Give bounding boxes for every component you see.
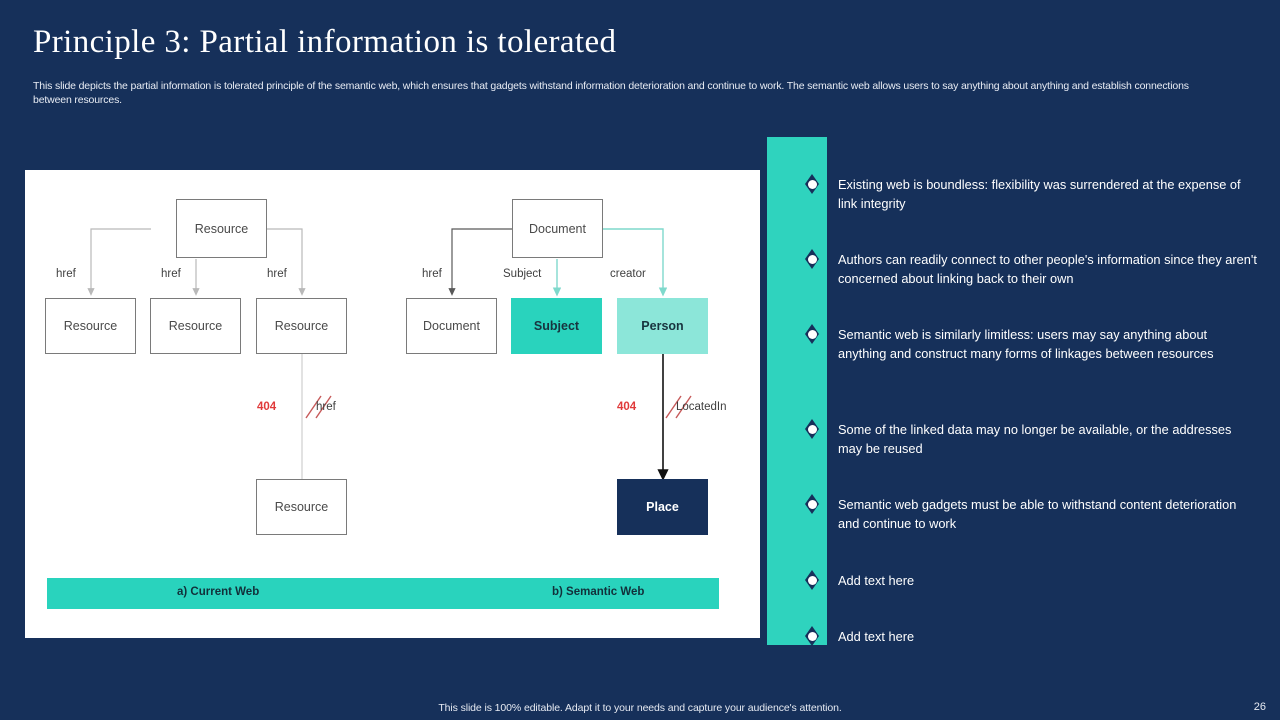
list-item[interactable]: Add text here xyxy=(800,624,915,648)
page-subtitle: This slide depicts the partial informati… xyxy=(33,80,1189,106)
edge-label-subject: Subject xyxy=(503,268,542,280)
diamond-bullet-icon xyxy=(800,492,824,516)
bullet-list: Existing web is boundless: flexibility w… xyxy=(800,137,1265,648)
edge-label-href-1: href xyxy=(56,268,76,280)
list-item[interactable]: Authors can readily connect to other peo… xyxy=(800,247,1258,288)
list-item[interactable]: Add text here xyxy=(800,568,915,592)
diamond-bullet-icon xyxy=(800,247,824,271)
caption-current-web: a) Current Web xyxy=(177,586,260,598)
diagram-card: Resource href href href Resource Resourc… xyxy=(25,170,760,638)
node-current-orphan[interactable]: Resource xyxy=(256,479,347,535)
node-current-root[interactable]: Resource xyxy=(176,199,267,258)
diamond-bullet-icon xyxy=(800,322,824,346)
page-title: Principle 3: Partial information is tole… xyxy=(33,24,617,60)
diamond-bullet-icon xyxy=(800,624,824,648)
node-semantic-child-document[interactable]: Document xyxy=(406,298,497,354)
node-current-child-1[interactable]: Resource xyxy=(45,298,136,354)
edge-label-href-2: href xyxy=(161,268,181,280)
accent-bar xyxy=(767,137,827,645)
list-item-label: Add text here xyxy=(838,629,915,644)
node-current-child-3[interactable]: Resource xyxy=(256,298,347,354)
error-code-left: 404 xyxy=(257,401,277,413)
diagram-caption-bar: a) Current Web b) Semantic Web xyxy=(47,578,719,609)
list-item-label: Existing web is boundless: flexibility w… xyxy=(838,177,1241,211)
list-item-label: Some of the linked data may no longer be… xyxy=(838,422,1232,456)
footer-note: This slide is 100% editable. Adapt it to… xyxy=(438,702,842,714)
edge-label-broken-href: href xyxy=(316,401,336,413)
list-item[interactable]: Semantic web gadgets must be able to wit… xyxy=(800,492,1258,533)
diamond-bullet-icon xyxy=(800,568,824,592)
diamond-bullet-icon xyxy=(800,417,824,441)
list-item-label: Authors can readily connect to other peo… xyxy=(838,252,1257,286)
list-item-label: Semantic web gadgets must be able to wit… xyxy=(838,497,1237,531)
edge-label-creator: creator xyxy=(610,268,646,280)
node-semantic-orphan-place[interactable]: Place xyxy=(617,479,708,535)
list-item[interactable]: Semantic web is similarly limitless: use… xyxy=(800,322,1258,363)
node-semantic-root[interactable]: Document xyxy=(512,199,603,258)
diamond-bullet-icon xyxy=(800,172,824,196)
caption-semantic-web: b) Semantic Web xyxy=(552,586,645,598)
node-semantic-child-subject[interactable]: Subject xyxy=(511,298,602,354)
list-item[interactable]: Some of the linked data may no longer be… xyxy=(800,417,1258,458)
node-semantic-child-person[interactable]: Person xyxy=(617,298,708,354)
page-number: 26 xyxy=(1253,701,1266,713)
node-current-child-2[interactable]: Resource xyxy=(150,298,241,354)
diagram-connectors xyxy=(87,228,692,504)
error-code-right: 404 xyxy=(617,401,637,413)
edge-label-href-3: href xyxy=(267,268,287,280)
list-item-label: Semantic web is similarly limitless: use… xyxy=(838,327,1214,361)
list-item[interactable]: Existing web is boundless: flexibility w… xyxy=(800,172,1258,213)
list-item-label: Add text here xyxy=(838,573,915,588)
edge-label-href-semantic: href xyxy=(422,268,442,280)
edge-label-locatedin: LocatedIn xyxy=(676,401,727,413)
